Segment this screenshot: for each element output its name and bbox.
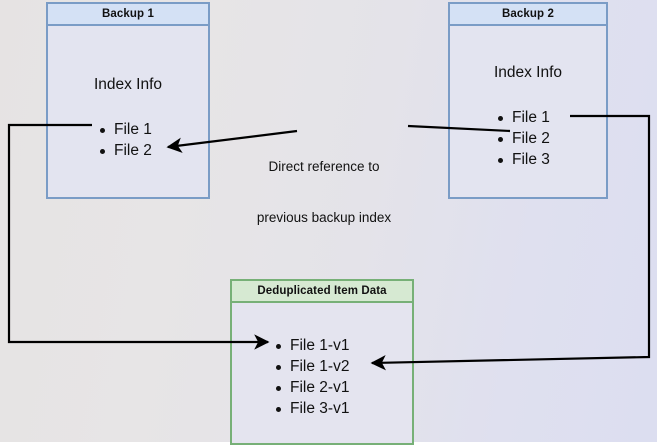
caption-line-1: Direct reference to: [268, 159, 380, 174]
node-dedup-body: File 1-v1 File 1-v2 File 2-v1 File 3-v1: [232, 303, 412, 443]
dedup-file-list: File 1-v1 File 1-v2 File 2-v1 File 3-v1: [274, 335, 349, 419]
list-item: File 2-v1: [274, 377, 349, 398]
list-item: File 2: [496, 128, 550, 149]
node-backup-2-header: Backup 2: [450, 4, 606, 26]
caption-direct-reference: Direct reference to previous backup inde…: [248, 124, 400, 260]
node-backup-2-body: Index Info File 1 File 2 File 3: [450, 26, 606, 197]
node-deduplicated-item-data[interactable]: Deduplicated Item Data File 1-v1 File 1-…: [230, 279, 414, 445]
list-item: File 1: [496, 107, 550, 128]
list-item: File 1-v2: [274, 356, 349, 377]
backup-1-file-list: File 1 File 2: [98, 119, 152, 161]
node-backup-2[interactable]: Backup 2 Index Info File 1 File 2 File 3: [448, 2, 608, 199]
caption-line-2: previous backup index: [256, 210, 392, 225]
list-item: File 3-v1: [274, 398, 349, 419]
list-item: File 3: [496, 149, 550, 170]
node-dedup-header: Deduplicated Item Data: [232, 281, 412, 303]
node-backup-1[interactable]: Backup 1 Index Info File 1 File 2: [46, 2, 210, 199]
node-backup-1-body: Index Info File 1 File 2: [48, 26, 208, 197]
backup-2-file-list: File 1 File 2 File 3: [496, 107, 550, 170]
list-item: File 2: [98, 140, 152, 161]
backup-2-index-info-label: Index Info: [493, 64, 563, 81]
list-item: File 1: [98, 119, 152, 140]
list-item: File 1-v1: [274, 335, 349, 356]
node-backup-1-header: Backup 1: [48, 4, 208, 26]
backup-1-index-info-label: Index Info: [93, 76, 163, 93]
